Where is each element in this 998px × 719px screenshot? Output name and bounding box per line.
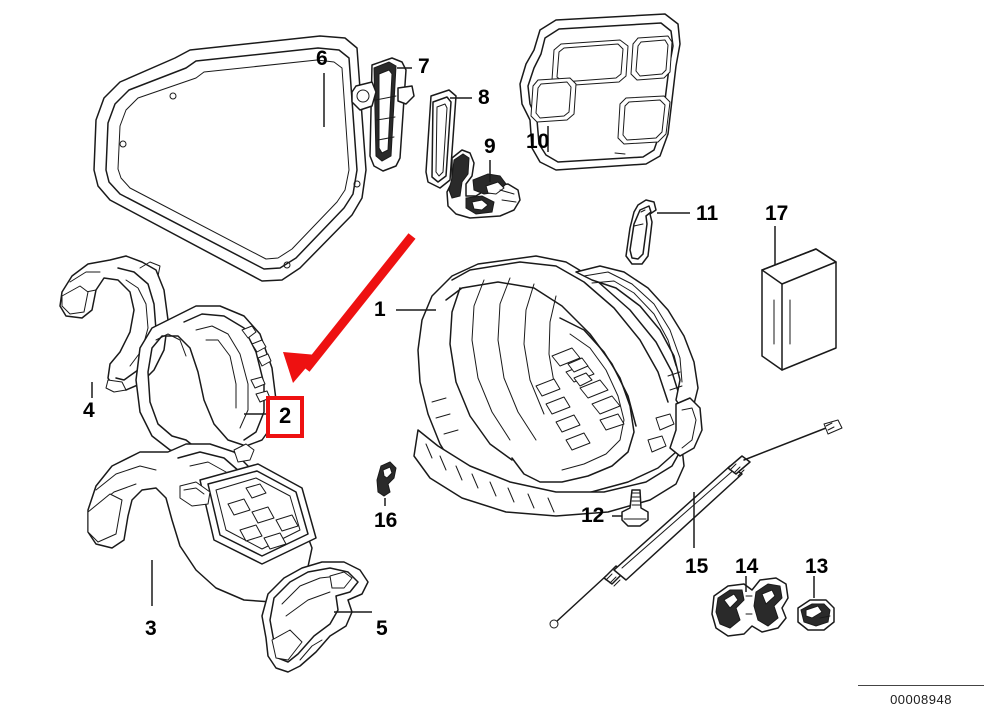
callout-6: 6 xyxy=(316,48,328,69)
callout-16-label: 16 xyxy=(374,509,398,532)
callout-7: 7 xyxy=(418,56,430,77)
part-12-mounting-screw xyxy=(612,489,649,527)
callout-8-label: 8 xyxy=(478,86,490,109)
callout-2-label: 2 xyxy=(279,403,292,428)
callout-10-label: 10 xyxy=(526,130,550,153)
part-9-control-lever-mechanism xyxy=(446,149,521,219)
callout-14-label: 14 xyxy=(735,555,759,578)
callout-13-label: 13 xyxy=(805,555,829,578)
callout-11-label: 11 xyxy=(696,202,719,225)
callout-8: 8 xyxy=(478,87,490,108)
callout-1-label: 1 xyxy=(374,298,386,321)
part-2-upper-housing-cover xyxy=(135,305,277,455)
part-13-cable-clip-small xyxy=(797,576,835,631)
part-14-cable-clip-double xyxy=(711,576,789,637)
callout-7-label: 7 xyxy=(418,55,430,78)
callout-5-label: 5 xyxy=(376,617,388,640)
callout-4-label: 4 xyxy=(83,399,95,422)
callout-17-label: 17 xyxy=(765,202,789,225)
callout-12-label: 12 xyxy=(581,504,605,527)
part-16-retaining-clip xyxy=(376,461,397,506)
callout-16: 16 xyxy=(374,510,397,531)
callout-11: 11 xyxy=(696,203,718,224)
callout-15-label: 15 xyxy=(685,555,709,578)
part-10-multi-opening-gasket xyxy=(519,13,681,171)
callout-5: 5 xyxy=(376,618,388,639)
callout-6-label: 6 xyxy=(316,47,328,70)
callout-3: 3 xyxy=(145,618,157,639)
callout-2-highlighted: 2 xyxy=(266,396,305,438)
part-1-heater-blower-housing-assembly xyxy=(396,255,703,517)
callout-12: 12 xyxy=(581,505,604,526)
part-3-lower-housing-duct xyxy=(87,443,317,606)
callout-13: 13 xyxy=(805,556,828,577)
part-17-microfilter-cartridge xyxy=(761,226,837,371)
part-4-side-cover-panel xyxy=(59,255,169,398)
callout-14: 14 xyxy=(735,556,758,577)
callout-15: 15 xyxy=(685,556,708,577)
red-pointer-arrow xyxy=(283,233,416,383)
callout-10: 10 xyxy=(526,131,549,152)
part-6-housing-gasket-seal xyxy=(93,35,367,282)
callout-3-label: 3 xyxy=(145,617,157,640)
part-8-seal-strip xyxy=(425,89,472,189)
callout-4: 4 xyxy=(83,400,95,421)
callout-9: 9 xyxy=(484,136,496,157)
diagram-reference-number: 00008948 xyxy=(858,685,984,707)
part-15-bowden-control-cable xyxy=(549,419,843,629)
part-11-retaining-bracket xyxy=(625,199,690,265)
part-5-air-distribution-duct xyxy=(261,561,372,673)
callout-1: 1 xyxy=(374,299,386,320)
part-7-flap-lever-actuator xyxy=(351,57,415,172)
callout-9-label: 9 xyxy=(484,135,496,158)
callout-17: 17 xyxy=(765,203,788,224)
